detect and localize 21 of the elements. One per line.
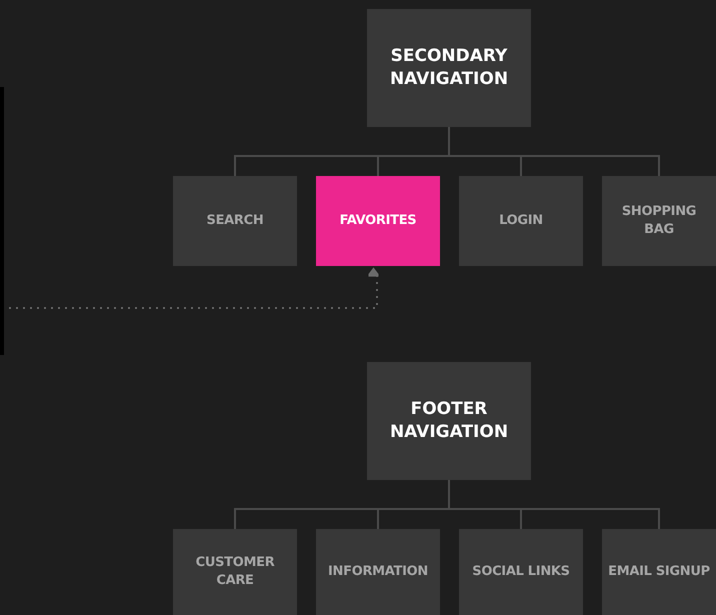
menu-item-box	[173, 529, 297, 615]
node-label: FAVORITES	[340, 212, 416, 230]
node-label: FOOTER NAVIGATION	[388, 398, 510, 444]
section-box	[367, 9, 531, 127]
menu-item-box	[316, 176, 440, 266]
section-box	[367, 362, 531, 480]
node-label: SOCIAL LINKS	[472, 563, 570, 581]
menu-item-box	[459, 176, 583, 266]
menu-item-box	[459, 529, 583, 615]
node-label: LOGIN	[499, 212, 543, 230]
node-label: EMAIL SIGNUP	[608, 563, 710, 581]
menu-item-box	[602, 529, 716, 615]
menu-item-box	[316, 529, 440, 615]
node-label: SEARCH	[206, 212, 264, 230]
menu-item-box	[173, 176, 297, 266]
dotted-arrow	[9, 267, 380, 309]
node-label: INFORMATION	[328, 563, 428, 581]
node-label: SECONDARY NAVIGATION	[388, 45, 510, 91]
node-label: SHOPPING BAG	[620, 203, 698, 239]
node-label: CUSTOMER CARE	[194, 554, 276, 590]
menu-item-box	[602, 176, 716, 266]
